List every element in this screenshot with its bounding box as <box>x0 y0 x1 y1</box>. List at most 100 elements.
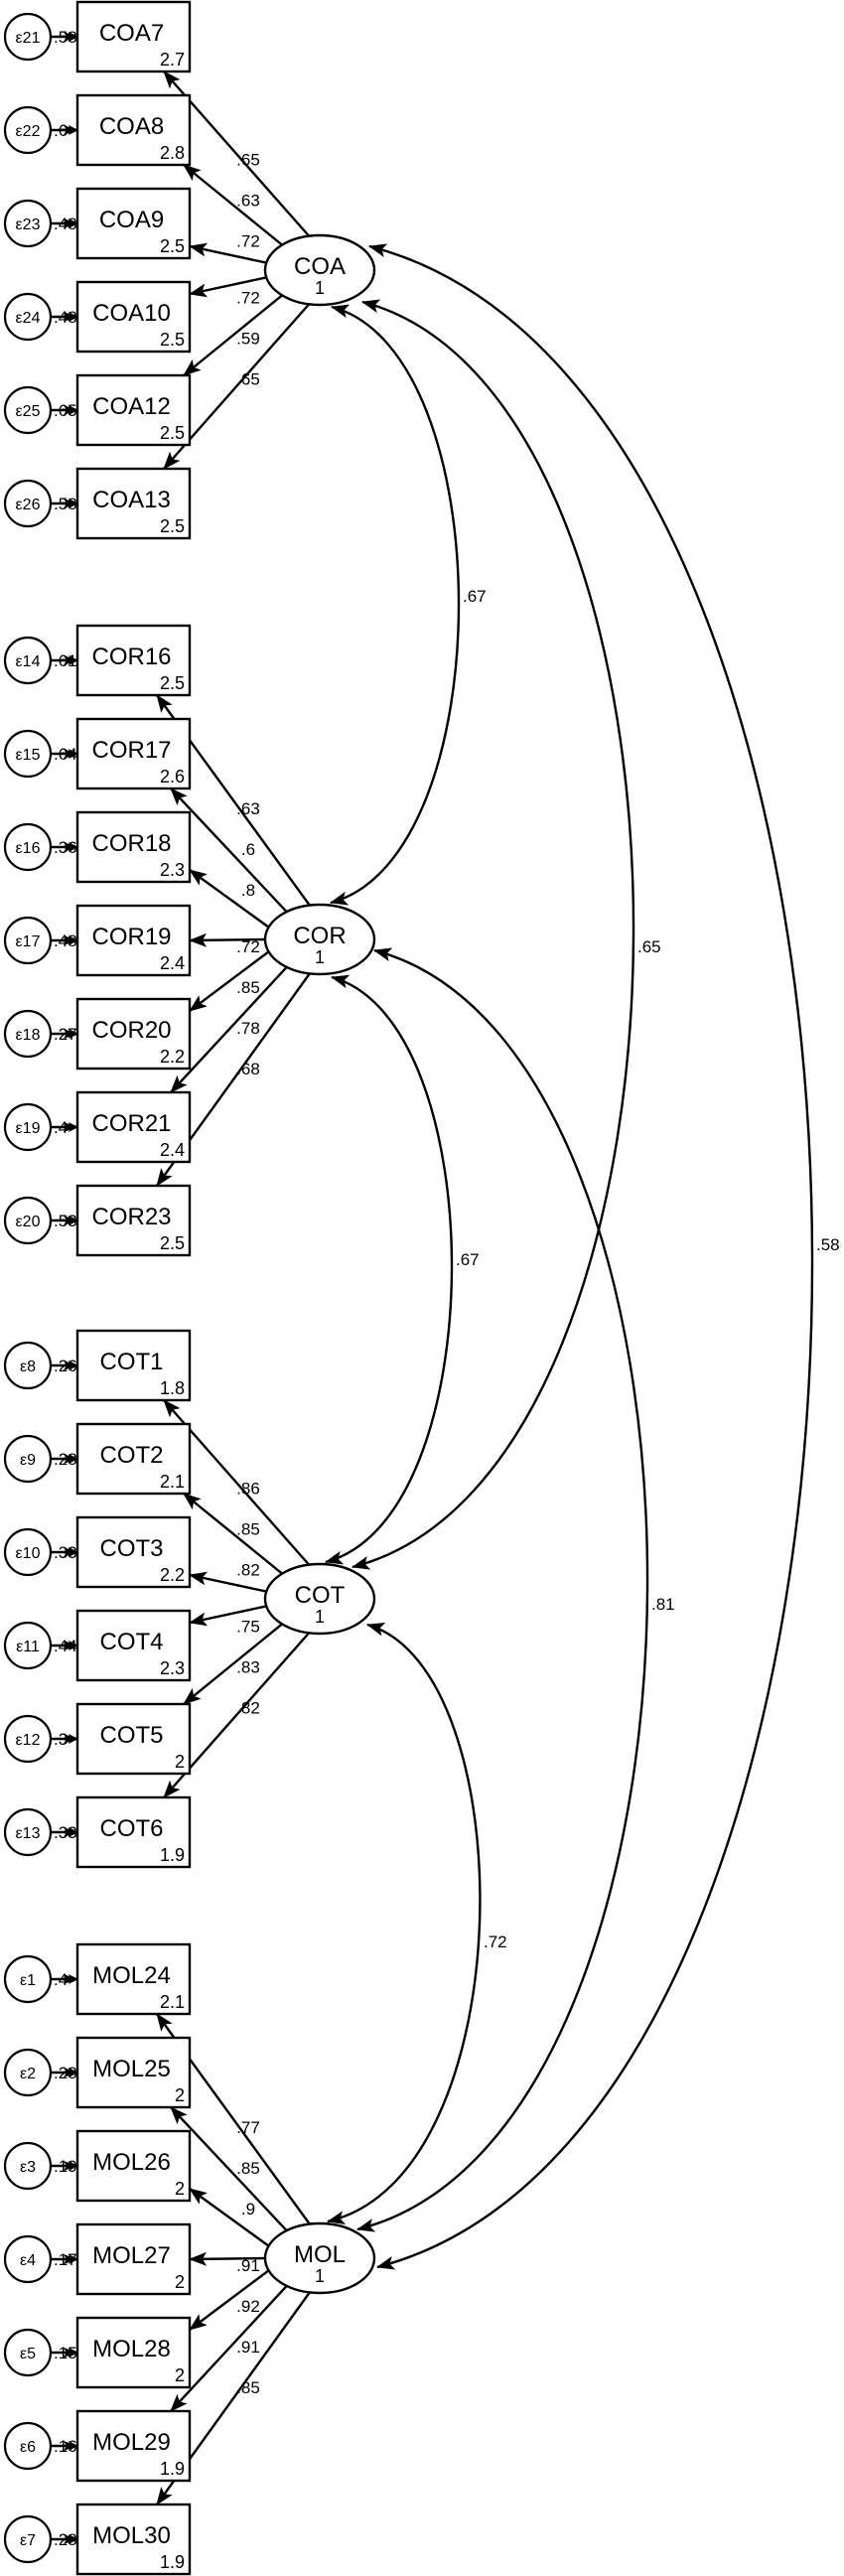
latent-factor-cot <box>263 1562 376 1636</box>
latent-factor-variance: 1 <box>315 947 325 967</box>
loading-label: .63 <box>236 799 260 818</box>
indicator-name: MOL28 <box>92 2336 171 2362</box>
error-term-label: ε8 <box>20 1359 36 1375</box>
correlation-curve-cor-cot <box>325 974 454 1565</box>
error-variance-label: .3 <box>54 1730 68 1749</box>
loading-path-arrow <box>170 2279 293 2412</box>
loading-path-arrow <box>170 960 293 1093</box>
error-arrowhead <box>64 1216 77 1225</box>
latent-factor-mol <box>263 2221 376 2295</box>
error-term-label: ε21 <box>16 30 41 47</box>
indicator-name: MOL26 <box>92 2149 171 2176</box>
loading-label: .72 <box>236 232 260 251</box>
indicator-box-cot3 <box>75 1515 192 1589</box>
error-variance-label: .28 <box>54 2064 77 2082</box>
error-arrowhead <box>64 749 77 759</box>
loading-label: .85 <box>236 978 260 997</box>
loading-label: .6 <box>241 840 255 859</box>
error-term-circle <box>3 916 53 965</box>
error-term-label: ε12 <box>16 1732 41 1749</box>
loading-path-arrow <box>189 2251 267 2266</box>
indicator-box-cor19 <box>75 904 192 977</box>
indicator-box-coa13 <box>75 467 192 540</box>
error-term-label: ε1 <box>20 1972 36 1989</box>
indicator-intercept: 2.4 <box>160 1140 185 1160</box>
error-variance-label: .4 <box>54 1118 68 1137</box>
loading-label: .92 <box>236 2297 260 2316</box>
correlation-curve-coa-cor <box>330 304 461 906</box>
error-arrowhead <box>64 655 77 665</box>
error-term-circle <box>3 105 53 155</box>
correlation-label: .72 <box>484 1932 507 1951</box>
error-term-circle <box>3 1196 53 1245</box>
error-term-label: ε13 <box>16 1825 41 1842</box>
indicator-name: MOL25 <box>92 2056 171 2082</box>
loading-path-arrow <box>183 289 290 376</box>
error-term-label: ε14 <box>16 653 41 670</box>
error-term-circle <box>3 2328 53 2377</box>
correlation-label: .67 <box>463 587 487 606</box>
error-variance-label: .61 <box>54 651 77 670</box>
indicator-name: COA10 <box>92 300 171 327</box>
correlation-label: .58 <box>816 1235 840 1254</box>
error-term-label: ε10 <box>16 1545 41 1562</box>
error-variance-label: .28 <box>54 2530 77 2549</box>
indicator-intercept: 2.5 <box>160 330 185 350</box>
loading-label: .83 <box>236 1658 260 1677</box>
indicator-box-cor23 <box>75 1184 192 1257</box>
error-term-label: ε23 <box>16 216 41 233</box>
loading-path-arrow <box>189 869 271 930</box>
error-term-circle <box>3 1807 53 1857</box>
indicator-intercept: 2.6 <box>160 767 185 787</box>
indicator-box-cor16 <box>75 624 192 697</box>
error-term-label: ε7 <box>20 2532 36 2549</box>
indicator-name: COR16 <box>91 644 171 670</box>
loading-label: .72 <box>236 937 260 956</box>
indicator-intercept: 2.1 <box>160 1472 185 1492</box>
error-term-label: ε22 <box>16 123 41 140</box>
latent-factor-variance: 1 <box>315 2266 325 2286</box>
error-term-circle <box>3 385 53 435</box>
error-variance-label: .4 <box>54 1970 68 1989</box>
error-term-circle <box>3 1714 53 1764</box>
indicator-box-mol26 <box>75 2129 192 2203</box>
indicator-box-coa12 <box>75 373 192 447</box>
indicator-intercept: 2 <box>175 1752 185 1772</box>
error-term-label: ε5 <box>20 2346 36 2362</box>
indicator-name: COR23 <box>91 1204 171 1230</box>
indicator-box-cot1 <box>75 1329 192 1402</box>
correlation-curve-coa-mol <box>368 243 814 2270</box>
latent-factor-name: MOL <box>294 2241 346 2268</box>
indicator-intercept: 1.9 <box>160 2459 185 2479</box>
error-arrowhead <box>64 2348 77 2358</box>
error-arrowhead <box>64 2068 77 2077</box>
error-arrowhead <box>64 2254 77 2264</box>
indicator-name: COA9 <box>99 207 164 233</box>
error-term-circle <box>3 636 53 685</box>
error-variance-label: .28 <box>54 1450 77 1469</box>
correlation-label: .81 <box>651 1595 675 1614</box>
indicator-box-cor17 <box>75 717 192 790</box>
indicator-intercept: 2.5 <box>160 423 185 443</box>
indicator-box-mol28 <box>75 2316 192 2389</box>
indicator-intercept: 2.4 <box>160 953 185 973</box>
indicator-box-cor20 <box>75 997 192 1071</box>
indicator-box-coa9 <box>75 187 192 260</box>
indicator-box-coa8 <box>75 93 192 167</box>
error-term-circle <box>3 822 53 872</box>
error-term-circle <box>3 2421 53 2471</box>
error-term-circle <box>3 1009 53 1059</box>
loading-path-arrow <box>183 1618 290 1705</box>
loading-path-arrow <box>170 2106 293 2237</box>
latent-factor-variance: 1 <box>315 278 325 298</box>
loading-label: .85 <box>236 1520 260 1539</box>
loading-label: .77 <box>236 2118 260 2137</box>
error-arrowhead <box>64 405 77 415</box>
latent-factor-name: COA <box>294 253 346 280</box>
error-variance-label: .65 <box>54 401 77 420</box>
indicator-intercept: 2 <box>175 2365 185 2385</box>
latent-factor-name: COR <box>293 923 346 949</box>
error-variance-label: .33 <box>54 1543 77 1562</box>
loading-label: .65 <box>236 151 260 170</box>
error-arrowhead <box>64 2534 77 2544</box>
